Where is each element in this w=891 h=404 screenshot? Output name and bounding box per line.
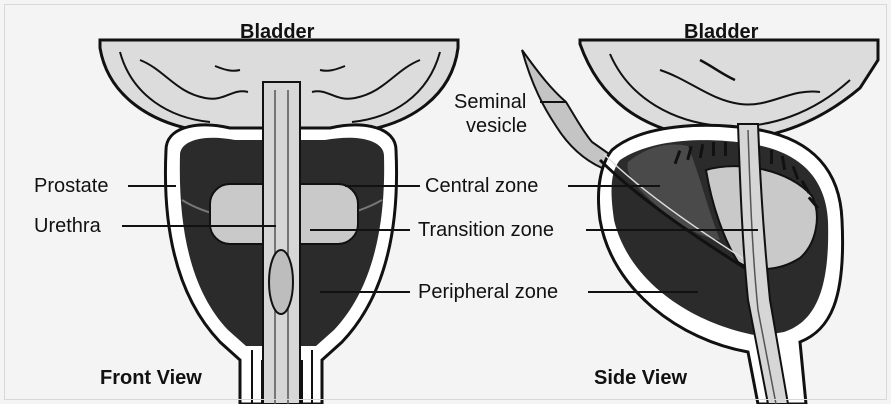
prostate-label: Prostate	[34, 176, 108, 196]
front-urethra	[263, 82, 300, 404]
front-bladder-label: Bladder	[240, 22, 314, 42]
front-view-illustration	[100, 40, 458, 404]
urethra-label: Urethra	[34, 216, 101, 236]
seminal-vesicle-label-line2: vesicle	[466, 116, 527, 136]
side-bladder-label: Bladder	[684, 22, 758, 42]
peripheral-zone-label: Peripheral zone	[418, 282, 558, 302]
side-view-illustration	[522, 40, 878, 404]
side-view-label: Side View	[594, 368, 687, 388]
front-view-label: Front View	[100, 368, 202, 388]
central-zone-label: Central zone	[425, 176, 538, 196]
front-verumontanum	[269, 250, 293, 314]
transition-zone-label: Transition zone	[418, 220, 554, 240]
seminal-vesicle-label-line1: Seminal	[454, 92, 526, 112]
